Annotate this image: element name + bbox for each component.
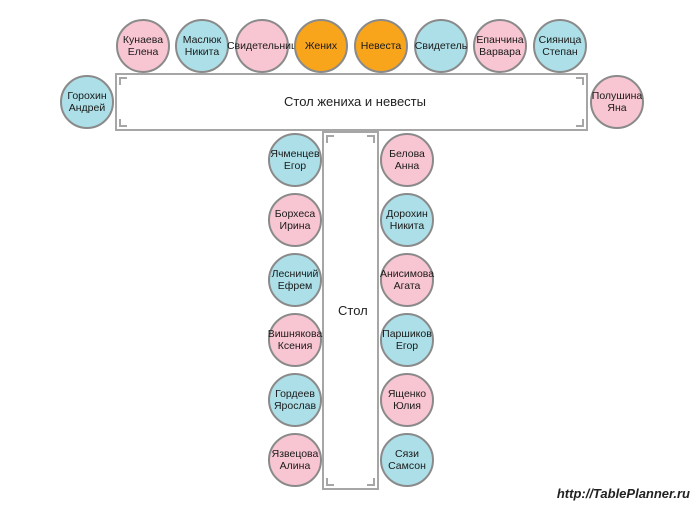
guest-surname: Белова [389,148,425,160]
guest-firstname: Варвара [479,46,521,58]
guest-surname: Вишнякова [267,328,323,340]
bridesmaid-seat[interactable]: Свидетельниц [227,19,297,73]
guest-firstname: Никита [184,46,220,58]
long-table-corner-handle [367,478,375,486]
guest-firstname: Елена [127,46,159,58]
guest-firstname: Агата [393,280,421,292]
long-table-corner-handle [326,135,334,143]
guest-surname: Жених [304,40,338,52]
guest-surname: Невеста [360,40,402,52]
guest-surname: Маслюк [182,34,222,46]
guest-firstname: Егор [395,340,419,352]
head-table[interactable] [115,73,588,131]
guest-surname: Лесничий [271,268,319,280]
guest-firstname: Самсон [388,460,426,472]
long-table[interactable] [322,131,379,490]
head-table-corner-handle [119,119,127,127]
guest-firstname: Ефрем [277,280,313,292]
best-man-seat[interactable]: Свидетель [414,19,468,73]
guest-surname: Дорохин [386,208,428,220]
guest-firstname: Никита [389,220,425,232]
guest-surname: Ященко [387,388,427,400]
guest-surname: Горохин [67,90,107,102]
guest-surname: Кунаева [122,34,164,46]
guest-surname: Полушина [591,90,643,102]
guest-surname: Свидетельниц [226,40,298,52]
long-table-corner-handle [326,478,334,486]
guest-firstname: Егор [283,160,307,172]
long-table-label: Стол [338,303,368,318]
head-table-corner-handle [119,77,127,85]
guest-firstname: Анна [394,160,420,172]
groom-seat[interactable]: Жених [294,19,348,73]
guest-firstname: Алина [279,460,311,472]
guest-surname: Гордеев [275,388,315,400]
guest-surname: Епанчина [476,34,524,46]
guest-surname: Сязи [395,448,419,460]
guest-surname: Язвецова [271,448,319,460]
bride-seat[interactable]: Невеста [354,19,408,73]
guest-firstname: Андрей [68,102,106,114]
head-table-label: Стол жениха и невесты [284,94,426,109]
guest-firstname: Ирина [279,220,311,232]
guest-surname: Свидетель [414,40,468,52]
head-table-corner-handle [576,77,584,85]
long-table-corner-handle [367,135,375,143]
guest-surname: Борхеса [274,208,316,220]
guest-firstname: Ярослав [273,400,317,412]
guest-firstname: Степан [542,46,578,58]
site-watermark: http://TablePlanner.ru [556,486,690,501]
guest-firstname: Ксения [277,340,313,352]
guest-firstname: Юлия [393,400,421,412]
guest-surname: Ячменцев [270,148,320,160]
guest-firstname: Яна [607,102,627,114]
guest-surname: Паршиков [382,328,432,340]
guest-surname: Анисимова [379,268,435,280]
head-table-corner-handle [576,119,584,127]
guest-surname: Сияница [538,34,582,46]
